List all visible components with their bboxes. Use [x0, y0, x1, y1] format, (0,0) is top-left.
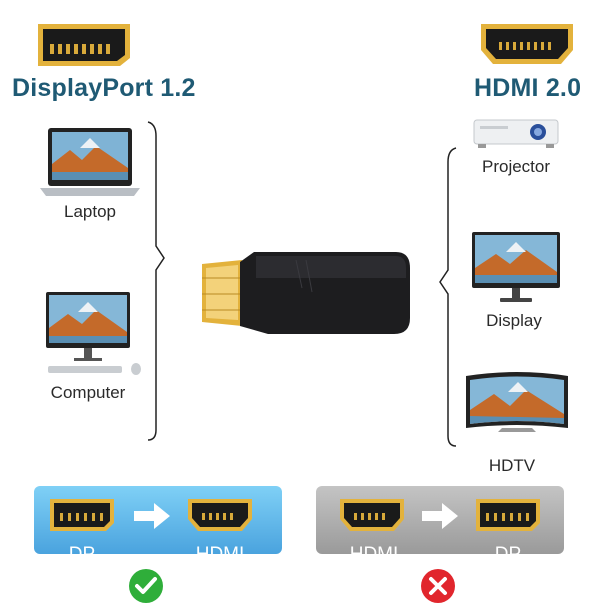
cross-icon [421, 569, 455, 603]
supported-to-label: HDMI [195, 544, 245, 565]
displayport-port-icon [38, 24, 130, 66]
adapter-icon [202, 252, 410, 334]
computer-icon [46, 292, 141, 375]
check-icon [129, 569, 163, 603]
hdmi-port-small-icon [340, 499, 404, 531]
unsupported-from-label: HDMI [349, 544, 399, 565]
hdmi-title: HDMI 2.0 [474, 74, 582, 102]
monitor-icon [472, 232, 560, 302]
dp-port-icon [476, 499, 540, 531]
displayport-title: DisplayPort 1.2 [12, 74, 196, 102]
dp-port-icon [50, 499, 114, 531]
arrow-right-icon [422, 503, 458, 529]
projector-label: Projector [481, 157, 551, 176]
laptop-icon [40, 128, 140, 196]
hdtv-label: HDTV [488, 456, 536, 475]
laptop-label: Laptop [64, 202, 116, 221]
left-bracket [147, 121, 165, 441]
arrow-right-icon [134, 503, 170, 529]
display-label: Display [486, 311, 542, 330]
right-bracket [439, 147, 457, 447]
computer-label: Computer [50, 383, 126, 402]
projector-icon [473, 119, 559, 148]
hdmi-port-icon [481, 24, 573, 64]
hdmi-port-small-icon [188, 499, 252, 531]
unsupported-to-label: DP [494, 544, 522, 565]
tv-icon [466, 372, 568, 432]
supported-from-label: DP [68, 544, 96, 565]
